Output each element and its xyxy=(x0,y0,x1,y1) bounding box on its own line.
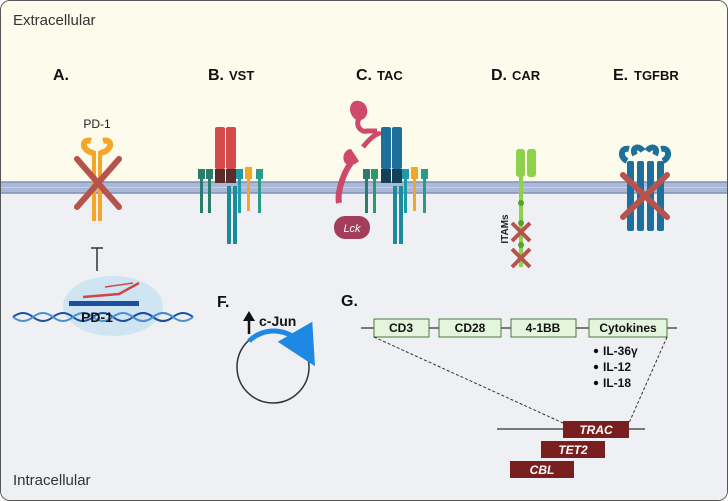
dna-helix-icon xyxy=(12,276,194,336)
gene-box-tet2: TET2 xyxy=(541,441,605,458)
svg-text:TET2: TET2 xyxy=(558,443,588,457)
svg-text:IL-18: IL-18 xyxy=(603,376,631,390)
knockout-x-icon xyxy=(620,172,670,220)
extracellular-zone xyxy=(1,1,727,186)
pd1-gene-label: PD-1 xyxy=(81,309,113,325)
knockout-x-icon xyxy=(74,156,122,210)
lck-label: Lck xyxy=(343,223,361,235)
svg-text:4-1BB: 4-1BB xyxy=(526,321,561,335)
vst-receptor xyxy=(198,127,263,244)
construct-box-cd28: CD28 xyxy=(438,318,502,338)
svg-text:IL-12: IL-12 xyxy=(603,360,631,374)
panel-b-sub: VST xyxy=(229,68,254,83)
svg-text:CBL: CBL xyxy=(530,463,555,477)
panel-d-sub: CAR xyxy=(512,68,541,83)
svg-text:Cytokines: Cytokines xyxy=(599,321,657,335)
up-arrow-icon xyxy=(243,311,255,334)
lck-kinase: Lck xyxy=(334,216,370,239)
intracellular-zone xyxy=(1,186,727,500)
panel-c-sub: TAC xyxy=(377,68,403,83)
extracellular-label: Extracellular xyxy=(13,12,96,29)
gene-box-cbl: CBL xyxy=(510,461,574,478)
cjun-label: c-Jun xyxy=(259,313,296,329)
dashed-guide-right xyxy=(628,336,668,424)
car-receptor xyxy=(516,149,536,267)
itams-label: ITAMs xyxy=(500,214,511,244)
plasmid-circle-icon xyxy=(236,321,316,404)
construct-box-cytokines: Cytokines xyxy=(588,318,668,338)
panel-g-letter: G. xyxy=(341,293,358,310)
knockout-x-icon xyxy=(510,221,532,269)
gene-box-trac: TRAC xyxy=(563,421,629,438)
pd1-label: PD-1 xyxy=(83,117,111,131)
panel-c-letter: C. xyxy=(356,67,372,84)
construct-box-cd3: CD3 xyxy=(373,318,430,338)
intracellular-label: Intracellular xyxy=(13,472,91,489)
cytokine-list: IL-36γ IL-12 IL-18 xyxy=(593,344,638,390)
panel-e-letter: E. xyxy=(613,67,628,84)
panel-a-letter: A. xyxy=(53,67,69,84)
inhibition-arrow xyxy=(91,247,103,271)
svg-text:TRAC: TRAC xyxy=(579,423,613,437)
tac-receptor xyxy=(335,100,428,244)
svg-text:IL-36γ: IL-36γ xyxy=(603,344,638,358)
panel-f-letter: F. xyxy=(217,294,229,311)
cell-membrane xyxy=(1,181,727,194)
panel-d-letter: D. xyxy=(491,67,507,84)
svg-text:CD3: CD3 xyxy=(389,321,413,335)
construct-box-41bb: 4-1BB xyxy=(510,318,577,338)
panel-e-sub: TGFBR xyxy=(634,68,679,83)
svg-text:CD28: CD28 xyxy=(455,321,486,335)
panel-b-letter: B. xyxy=(208,67,224,84)
